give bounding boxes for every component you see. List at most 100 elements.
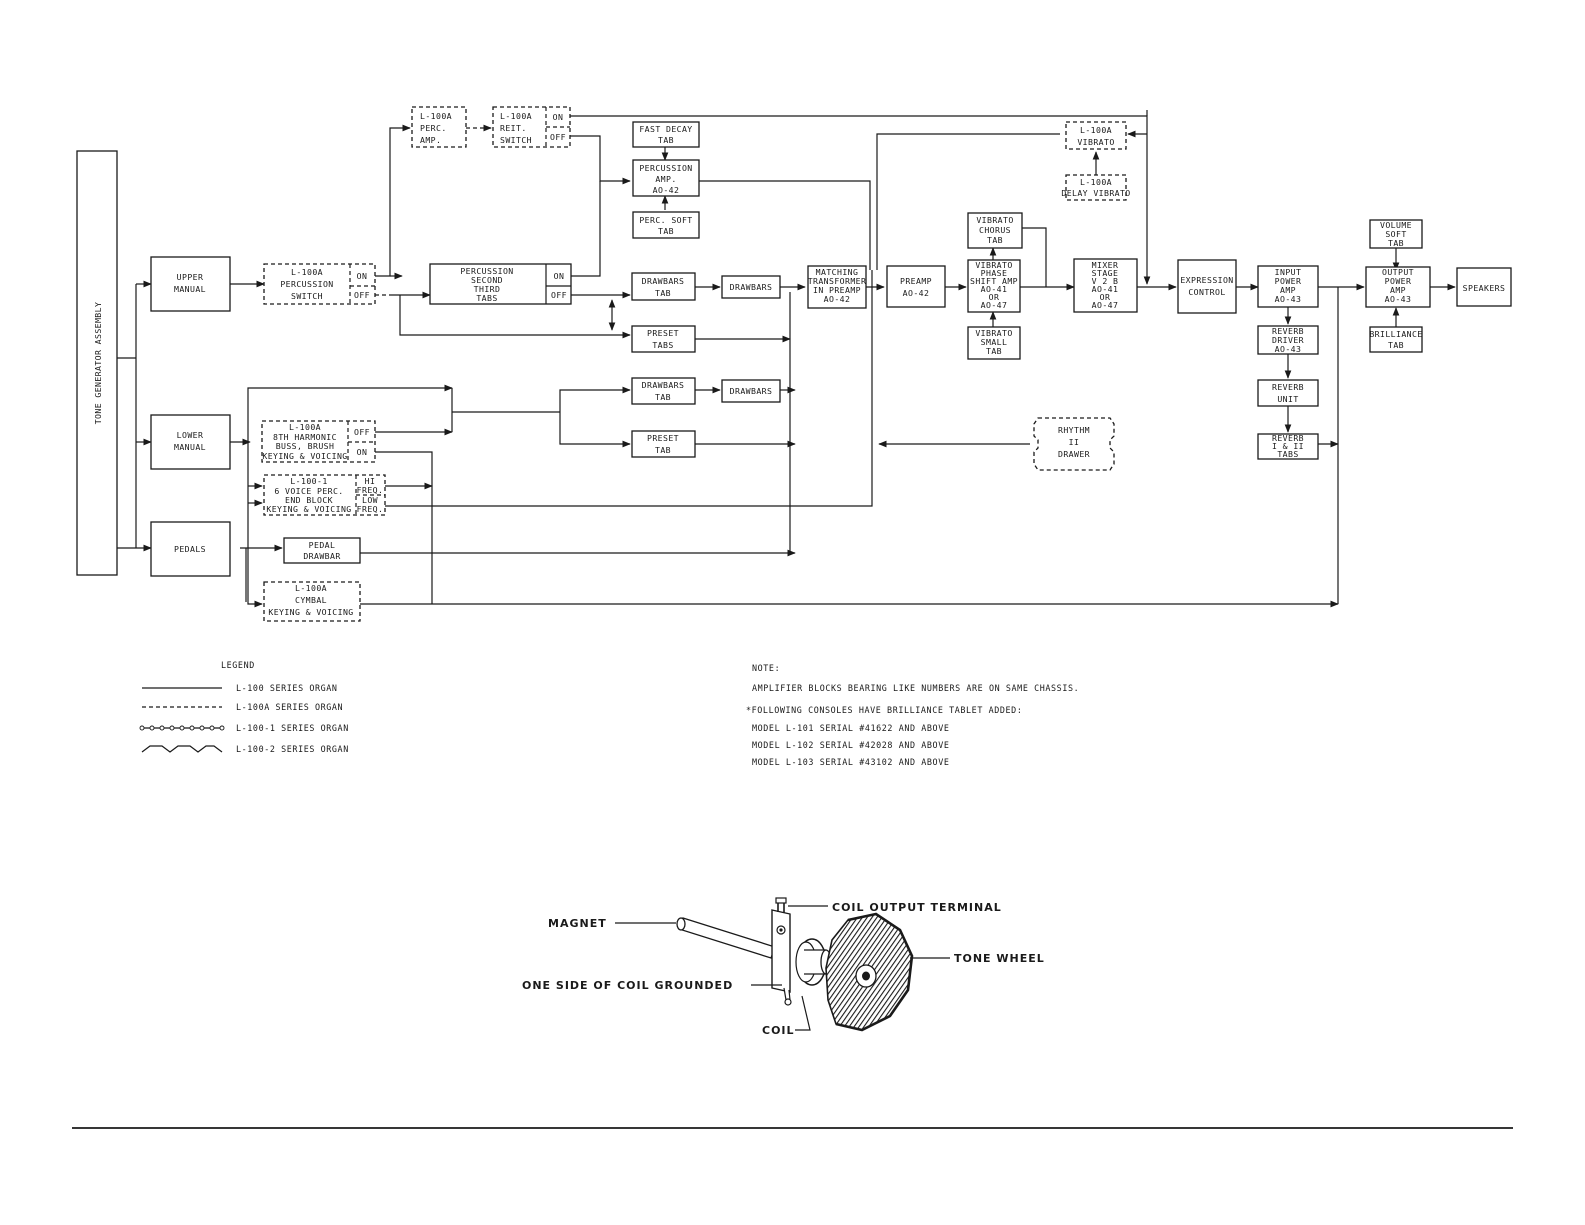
tonewheel-illustration [615, 897, 950, 1032]
label-magnet: MAGNET [548, 917, 607, 930]
notes: NOTE: AMPLIFIER BLOCKS BEARING LIKE NUMB… [746, 663, 1079, 767]
svg-text:L-100-1 SERIES ORGAN: L-100-1 SERIES ORGAN [236, 723, 349, 733]
svg-text:*FOLLOWING CONSOLES HAVE BRIL: *FOLLOWING CONSOLES HAVE BRILLIANCE TABL… [746, 705, 1022, 715]
coil-bracket [771, 909, 791, 993]
svg-text:L-100 SERIES ORGAN: L-100 SERIES ORGAN [236, 683, 338, 693]
block-speakers: SPEAKERS [1456, 267, 1512, 307]
magnet-rod [678, 917, 776, 959]
tone-generator-label: TONE GENERATOR ASSEMBLY [93, 302, 103, 425]
note-title: NOTE: [752, 663, 780, 673]
svg-text:DRAWBARS: DRAWBARS [730, 282, 773, 292]
label-tone-wheel: TONE WHEEL [954, 952, 1045, 965]
svg-text:MODEL L-103 SERIAL #43102 AND: MODEL L-103 SERIAL #43102 AND ABOVE [752, 757, 949, 767]
svg-text:MODEL L-102 SERIAL #42028 AND: MODEL L-102 SERIAL #42028 AND ABOVE [752, 740, 949, 750]
block-tone-generator: TONE GENERATOR ASSEMBLY [76, 150, 118, 576]
legend-title: LEGEND [221, 660, 255, 670]
svg-text:L-100-2 SERIES ORGAN: L-100-2 SERIES ORGAN [236, 744, 349, 754]
svg-text:MODEL L-101 SERIAL #41622 AND: MODEL L-101 SERIAL #41622 AND ABOVE [752, 723, 949, 733]
label-coil-output-terminal: COIL OUTPUT TERMINAL [832, 901, 1002, 914]
block-pedals: PEDALS [150, 521, 231, 577]
svg-text:PEDALS: PEDALS [174, 544, 206, 554]
legend-line-wave [141, 745, 223, 753]
svg-text:SPEAKERS: SPEAKERS [1463, 283, 1506, 293]
svg-text:L-100A SERIES ORGAN: L-100A SERIES ORGAN [236, 702, 343, 712]
block-drawbars-upper: DRAWBARS [721, 275, 781, 299]
block-drawbars-lower: DRAWBARS [721, 379, 781, 403]
label-one-side-grounded: ONE SIDE OF COIL GROUNDED [522, 979, 733, 992]
label-coil: COIL [762, 1024, 795, 1037]
legend-line-dotted [139, 725, 225, 731]
svg-text:DRAWBARS: DRAWBARS [730, 386, 773, 396]
